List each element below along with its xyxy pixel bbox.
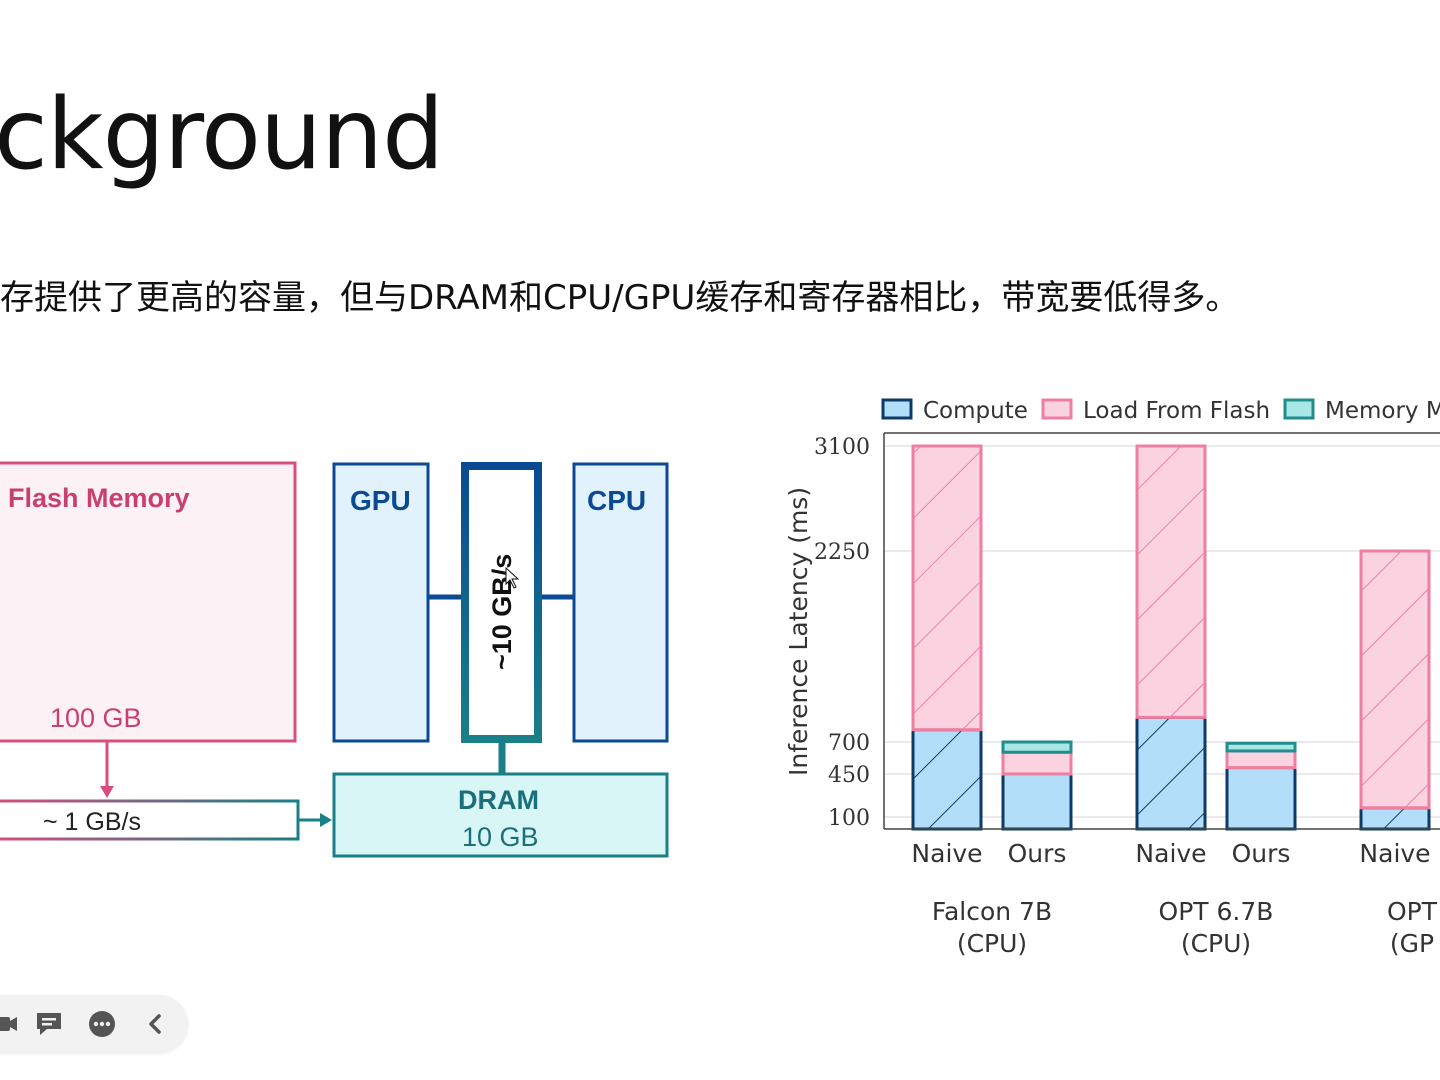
y-tick-label: 700 [828, 731, 870, 756]
dram-box [332, 772, 669, 858]
y-tick-label: 450 [828, 763, 870, 788]
camera-icon[interactable] [0, 1009, 20, 1039]
gpu-box [332, 462, 430, 743]
flash-bandwidth-box [0, 799, 300, 841]
gpu-label: GPU [350, 485, 411, 516]
compute-hatch [1137, 717, 1205, 829]
bus-box [461, 462, 542, 743]
compute-bar [1135, 715, 1207, 831]
x-tick-label: Ours [1232, 839, 1291, 868]
flash-memory-label: Flash Memory [8, 483, 190, 513]
flash-down-arrow [100, 786, 114, 798]
slide-title: ckground [0, 78, 444, 192]
mouse-cursor [505, 566, 520, 589]
group-sublabel: (CPU) [957, 929, 1027, 958]
flash-bar [1001, 750, 1073, 776]
compute-hatch [1361, 807, 1429, 829]
legend-label: Load From Flash [1083, 398, 1270, 424]
presentation-toolbar [0, 995, 188, 1053]
group-sublabel: (CPU) [1181, 929, 1251, 958]
flash-hatch [913, 446, 981, 730]
flash-bar [1359, 549, 1431, 810]
group-label: OPT 6.7B [1159, 897, 1274, 926]
legend-swatch [881, 398, 913, 420]
group-label: Falcon 7B [932, 897, 1052, 926]
cpu-box [572, 462, 669, 743]
x-tick-label: Ours [1008, 839, 1067, 868]
dram-label: DRAM [458, 785, 539, 815]
legend-swatch [1041, 398, 1073, 420]
group-sublabel: (GP [1390, 929, 1434, 958]
group-label: OPT [1387, 897, 1438, 926]
flash-memory-box [0, 461, 297, 743]
compute-bar [1225, 766, 1297, 831]
flash-hatch [1361, 551, 1429, 808]
y-tick-label: 2250 [814, 540, 870, 565]
flash-bar [1225, 749, 1297, 770]
dram-size-label: 10 GB [462, 822, 539, 852]
compute-bar [1001, 772, 1073, 831]
legend-label: Memory Ma [1325, 398, 1440, 424]
memory-bar [1001, 740, 1073, 754]
flash-bar [1135, 444, 1207, 719]
memory-bar [1225, 741, 1297, 753]
y-tick-label: 100 [828, 806, 870, 831]
x-tick-label: Naive [1135, 839, 1206, 868]
legend-swatch [1283, 398, 1315, 420]
x-tick-label: Naive [1359, 839, 1430, 868]
flash-bandwidth-label: ~ 1 GB/s [43, 808, 141, 836]
x-tick-label: Naive [911, 839, 982, 868]
compute-bar [911, 728, 983, 831]
y-axis-label: Inference Latency (ms) [784, 487, 813, 776]
flash-size-label: 100 GB [50, 703, 142, 733]
flash-bar [911, 444, 983, 732]
chevron-left-icon[interactable] [140, 1009, 170, 1039]
cpu-label: CPU [587, 485, 646, 516]
y-tick-label: 3100 [814, 435, 870, 460]
to-dram-arrow [320, 813, 332, 827]
compute-bar [1359, 806, 1431, 831]
compute-hatch [913, 729, 981, 829]
comment-icon[interactable] [34, 1009, 64, 1039]
flash-hatch [1137, 446, 1205, 718]
bus-bandwidth-label: ~10 GB/s [487, 554, 517, 670]
slide-subtitle: 存提供了更高的容量，但与DRAM和CPU/GPU缓存和寄存器相比，带宽要低得多。 [0, 278, 1240, 318]
legend-label: Compute [923, 398, 1028, 424]
more-icon[interactable] [87, 1009, 117, 1039]
